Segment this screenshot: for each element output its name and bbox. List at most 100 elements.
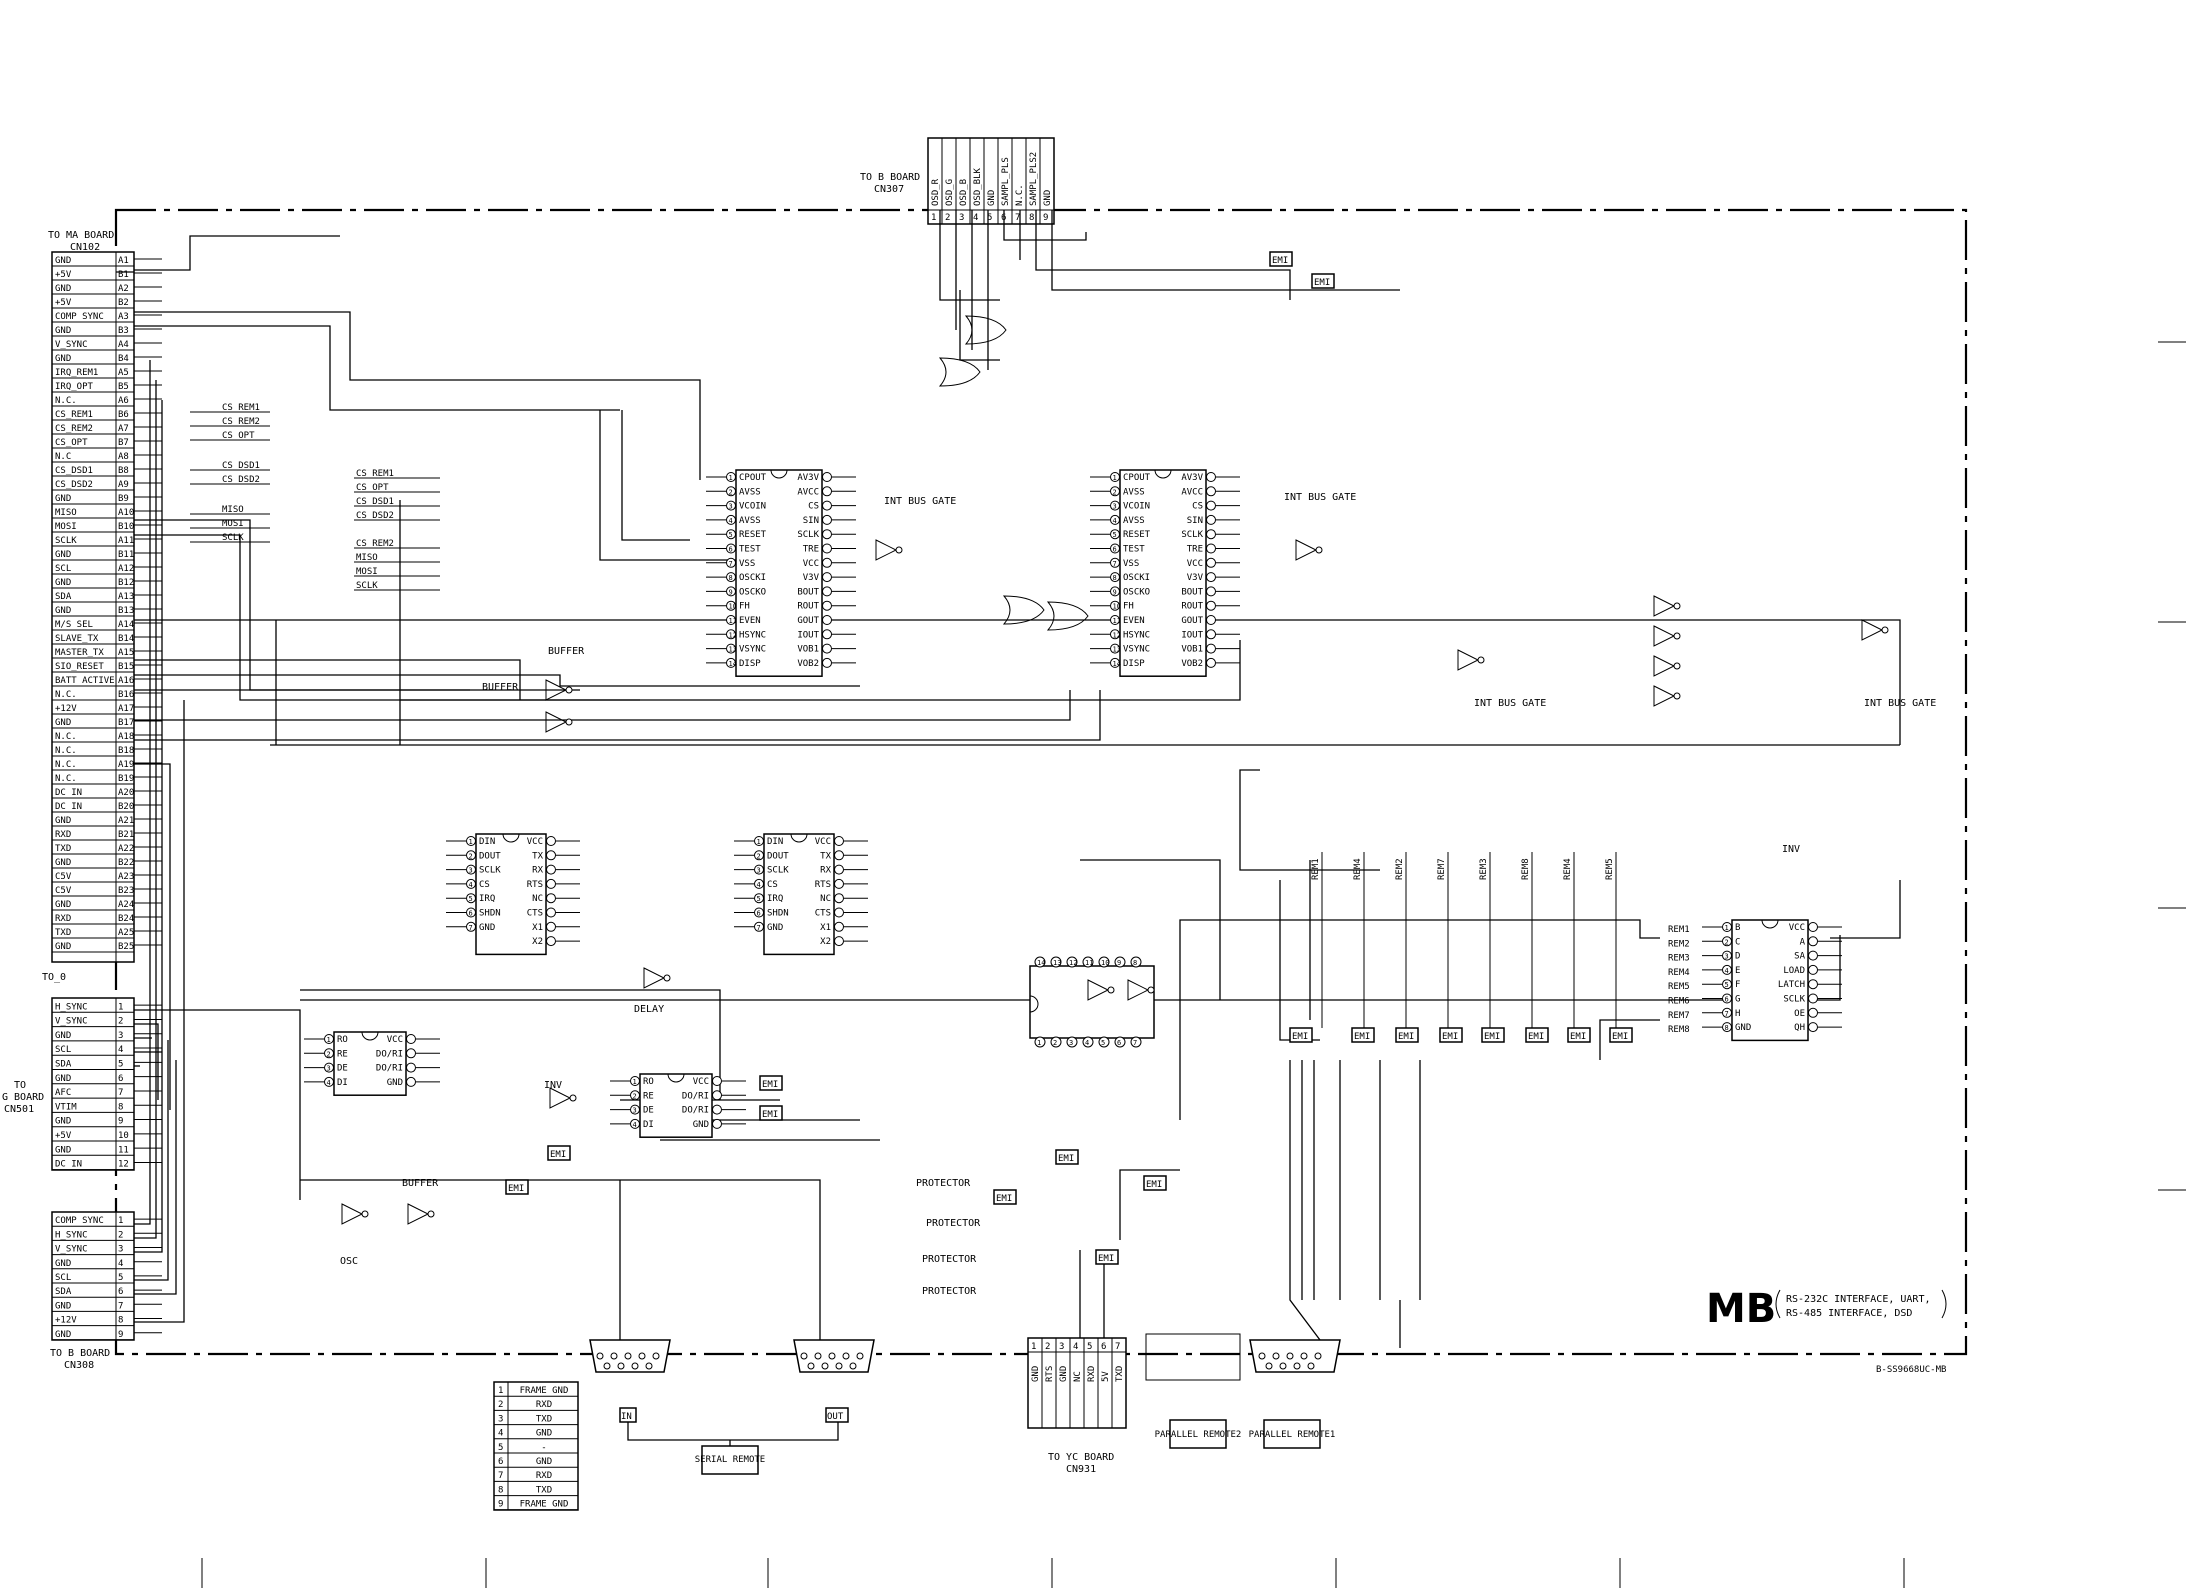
pin-number: 8: [118, 1102, 123, 1112]
ic-pin-label: GND: [479, 923, 495, 933]
ic-pin-label: RTS: [527, 880, 543, 890]
pin-name: GND: [55, 1301, 71, 1311]
pin-number: 1: [633, 1078, 637, 1086]
emi-label: EMI: [762, 1110, 778, 1120]
pin-number: A17: [118, 704, 134, 714]
ic-pin-label: DO/RI: [376, 1049, 403, 1059]
pin-name: GND: [55, 718, 71, 728]
pin-name: MASTER_TX: [55, 648, 104, 658]
pin-number: 6: [1101, 1342, 1106, 1352]
ic-pin-label: ROUT: [1181, 602, 1203, 612]
pin-name: DC IN: [55, 802, 82, 812]
ic-pin-label: DOUT: [479, 851, 501, 861]
pin-number: 8: [498, 1485, 503, 1495]
pin-number: B7: [118, 438, 129, 448]
emi-label: EMI: [762, 1080, 778, 1090]
pin-name: MISO: [55, 508, 77, 518]
ic-pin-label: TEST: [1123, 545, 1145, 555]
pin-number: A12: [118, 564, 134, 574]
int-bus-gate-label-2: INT BUS GATE: [1284, 492, 1356, 503]
pin-name: C5V: [55, 886, 72, 896]
inverter-gate: [1653, 685, 1676, 707]
pin-number: 4: [118, 1045, 123, 1055]
pin-name: GND: [55, 1145, 71, 1155]
emi-filter: [759, 1075, 783, 1091]
pin-number: 5: [1087, 1342, 1092, 1352]
subtitle-line-1: RS-232C INTERFACE, UART,: [1786, 1294, 1931, 1305]
pin-number: 10: [729, 603, 737, 611]
pin-name: RXD: [55, 914, 71, 924]
pin-name: GND: [55, 256, 71, 266]
ic-pin-label: SA: [1794, 952, 1805, 962]
pin-number: 4: [973, 213, 978, 223]
parallel-remote1-label: PARALLEL REMOTE1: [1249, 1430, 1336, 1440]
pin-number: B23: [118, 886, 134, 896]
int-bus-gate-label-4: INT BUS GATE: [1864, 698, 1936, 709]
pin-name: OSD_BLK: [973, 167, 983, 206]
pin-number: 4: [469, 881, 473, 889]
bus-label: CS_REM2: [222, 417, 260, 427]
emi-filter: [1055, 1149, 1079, 1165]
ic-pin-label: C: [1735, 937, 1740, 947]
pin-number: 2: [945, 213, 950, 223]
pin-name: GND: [55, 1074, 71, 1084]
pin-name: SDA: [55, 592, 72, 602]
pin-name: +12V: [55, 1316, 77, 1326]
ic-pin-label: VCC: [1789, 923, 1805, 933]
pin-name: BATT ACTIVE: [55, 676, 115, 686]
emi-filter: [1609, 1027, 1633, 1043]
pin-number: A25: [118, 928, 134, 938]
emi-label: EMI: [996, 1194, 1012, 1204]
emi-label: EMI: [1272, 256, 1288, 266]
pin-number: 14: [729, 660, 737, 668]
emi-label: EMI: [1528, 1032, 1544, 1042]
ic-pin-label: HSYNC: [739, 630, 766, 640]
emi-filter: [759, 1105, 783, 1121]
inverter-gate: [1457, 649, 1480, 671]
int-bus-gate-label-1: INT BUS GATE: [884, 496, 956, 507]
ic-pin-label: RO: [643, 1077, 654, 1087]
ic-pin-label: VCOIN: [739, 502, 766, 512]
ic-pin-label: AVSS: [1123, 516, 1145, 526]
pin-name: N.C.: [1015, 184, 1025, 206]
ic-pin-label: DE: [643, 1106, 654, 1116]
ic-pin-label: CS: [808, 502, 819, 512]
pin-name: +5V: [55, 1131, 72, 1141]
pin-name: N.C.: [55, 690, 77, 700]
buffer-label-2: BUFFER: [482, 682, 519, 693]
pin-number: A24: [118, 900, 134, 910]
emi-label: EMI: [1442, 1032, 1458, 1042]
pin-name: CS_REM1: [55, 410, 93, 420]
pin-number: 2: [633, 1092, 637, 1100]
ic-pin-label: F: [1735, 980, 1740, 990]
pin-name: SLAVE_TX: [55, 634, 99, 644]
pin-number: 7: [1015, 213, 1020, 223]
pin-number: 2: [469, 852, 473, 860]
ic-pin-label: AVSS: [739, 516, 761, 526]
ic-pin-label: H: [1735, 1009, 1740, 1019]
pin-name: GND: [55, 816, 71, 826]
inverter-gate: [341, 1203, 364, 1225]
ic-pin-label: VSYNC: [1123, 645, 1150, 655]
rem-label: REM1: [1311, 858, 1321, 880]
emi-label: EMI: [1398, 1032, 1414, 1042]
pin-number: 2: [118, 1230, 123, 1240]
pin-number: 8: [118, 1316, 123, 1326]
pin-number: 5: [118, 1273, 123, 1283]
ic-pin-label: RX: [820, 866, 831, 876]
inverter-gate: [1653, 625, 1676, 647]
pin-name: IRQ_OPT: [55, 382, 94, 392]
ic-pin-label: RTS: [815, 880, 831, 890]
pin-name: GND: [55, 1330, 71, 1340]
cn102-label1: TO MA BOARD: [48, 230, 114, 241]
pin-name: CS_DSD2: [55, 480, 93, 490]
rem-input-label: REM2: [1668, 939, 1690, 949]
ic-pin-label: GND: [387, 1078, 403, 1088]
pin-number: 7: [469, 924, 473, 932]
pin-name: RXD: [1087, 1366, 1097, 1382]
ic-pin-label: DO/RI: [682, 1106, 709, 1116]
wiring: [116, 210, 1901, 1348]
